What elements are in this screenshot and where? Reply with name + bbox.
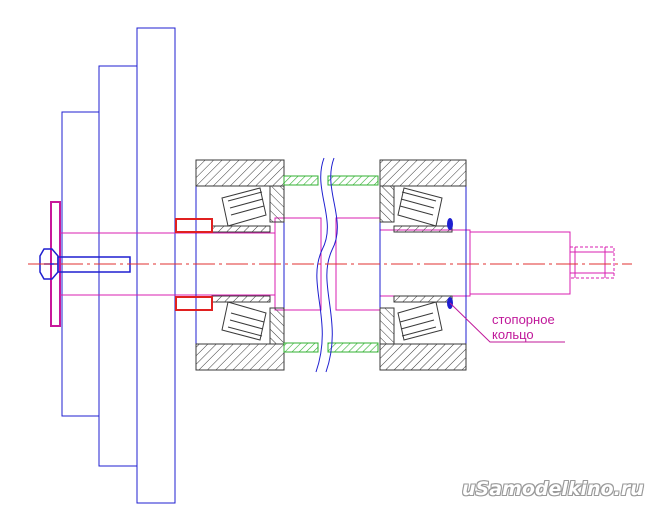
faceplate [61, 27, 176, 504]
plate-step-outer [136, 27, 176, 504]
bearing-housing-right [379, 159, 467, 371]
annotation-leader [449, 302, 565, 343]
bushing-top [175, 218, 213, 233]
bearing-roller-left-bottom [211, 295, 271, 341]
bearing-housing-left [195, 159, 285, 371]
bearing-roller-right-bottom [393, 295, 453, 341]
shaft-tip [569, 246, 615, 279]
annotation-label-line1: стопорное [492, 312, 555, 327]
bolt-head [39, 248, 59, 280]
bearing-roller-left-top [211, 187, 271, 233]
watermark: uSamodelkino.ru [462, 478, 644, 500]
spacer-tube [283, 175, 379, 353]
bolt [39, 248, 131, 280]
break-lines [315, 157, 338, 373]
retaining-ring-top [447, 218, 453, 230]
bushing-bottom [175, 296, 213, 311]
plate-step-2 [98, 65, 138, 467]
annotation-label-line2: кольцо [492, 327, 534, 342]
bearing-roller-right-top [393, 187, 453, 233]
shaft-end [469, 231, 571, 295]
